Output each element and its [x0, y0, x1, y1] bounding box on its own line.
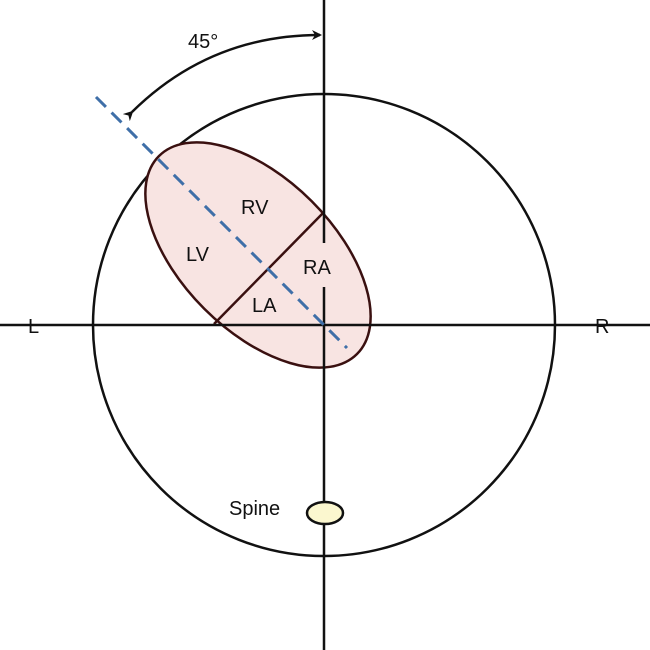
heart-ellipse: [144, 141, 372, 369]
left-label: L: [28, 316, 39, 338]
right-label: R: [595, 316, 609, 338]
spine-label: Spine: [229, 498, 280, 520]
angle-arrow: [122, 30, 322, 122]
septal-axis-dashed: [94, 95, 349, 350]
heart: [144, 141, 372, 369]
rv-label: RV: [241, 197, 269, 219]
angle-label: 45°: [188, 31, 218, 53]
la-label: LA: [252, 295, 277, 317]
spine-ellipse: [305, 500, 345, 526]
lv-label: LV: [186, 244, 210, 266]
ra-label: RA: [303, 257, 331, 279]
